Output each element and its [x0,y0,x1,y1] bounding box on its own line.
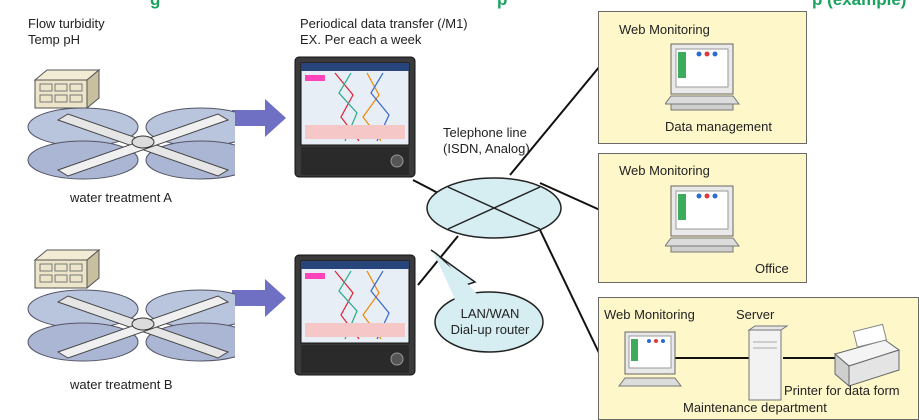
water-treatment-b-label: water treatment B [70,377,173,392]
recorder-b-icon [294,254,416,376]
recorder-a-icon [294,56,416,178]
maintenance-equipment [618,323,901,401]
arrow-a-icon [232,99,286,137]
panel-office-title: Web Monitoring [619,163,710,178]
router-label: LAN/WAN Dial-up router [437,306,543,338]
server-icon [747,325,789,401]
panel-maintenance-caption: Maintenance department [683,400,827,415]
telephone-line-label: Telephone line (ISDN, Analog) [443,125,530,157]
server-label: Server [736,307,775,322]
telephone-line-1: Telephone line [443,125,527,140]
router-line-2: Dial-up router [450,322,530,337]
panel-data-management: Web Monitoring Data management [598,11,807,144]
router-callout [430,249,544,353]
link-maintenance [539,229,601,356]
panel-data-management-caption: Data management [665,119,772,134]
computer-icon [665,185,740,253]
transfer-label: Periodical data transfer (/M1) EX. Per e… [300,16,468,48]
network-hub [426,177,562,239]
sensor-list: Flow turbidity Temp pH [28,16,105,48]
water-treatment-a-label: water treatment A [70,190,172,205]
sensor-list-text: Flow turbidity Temp pH [28,16,105,47]
title-fragment-mid: p [497,0,507,9]
arrow-b-icon [232,279,286,317]
telephone-line-2: (ISDN, Analog) [443,141,530,156]
link-office [539,182,601,211]
title-fragment-left: g [150,0,160,9]
computer-icon [665,43,740,111]
water-treatment-a-icon [27,68,235,180]
panel-maintenance-title: Web Monitoring [604,307,695,322]
printer-icon [833,323,901,388]
transfer-line-2: EX. Per each a week [300,32,422,47]
water-treatment-b-icon [27,248,235,362]
printer-label: Printer for data form [784,383,900,398]
panel-data-management-title: Web Monitoring [619,22,710,37]
panel-office: Web Monitoring Office [598,153,807,283]
title-strip: g p p (example) [0,0,919,9]
router-line-1: LAN/WAN [460,306,520,321]
link-data-management [509,65,601,176]
title-fragment-right: p (example) [812,0,906,9]
computer-icon [618,331,682,387]
panel-maintenance: Web Monitoring Server Printer for data f… [598,297,919,420]
panel-office-caption: Office [755,261,789,276]
transfer-line-1: Periodical data transfer (/M1) [300,16,468,31]
